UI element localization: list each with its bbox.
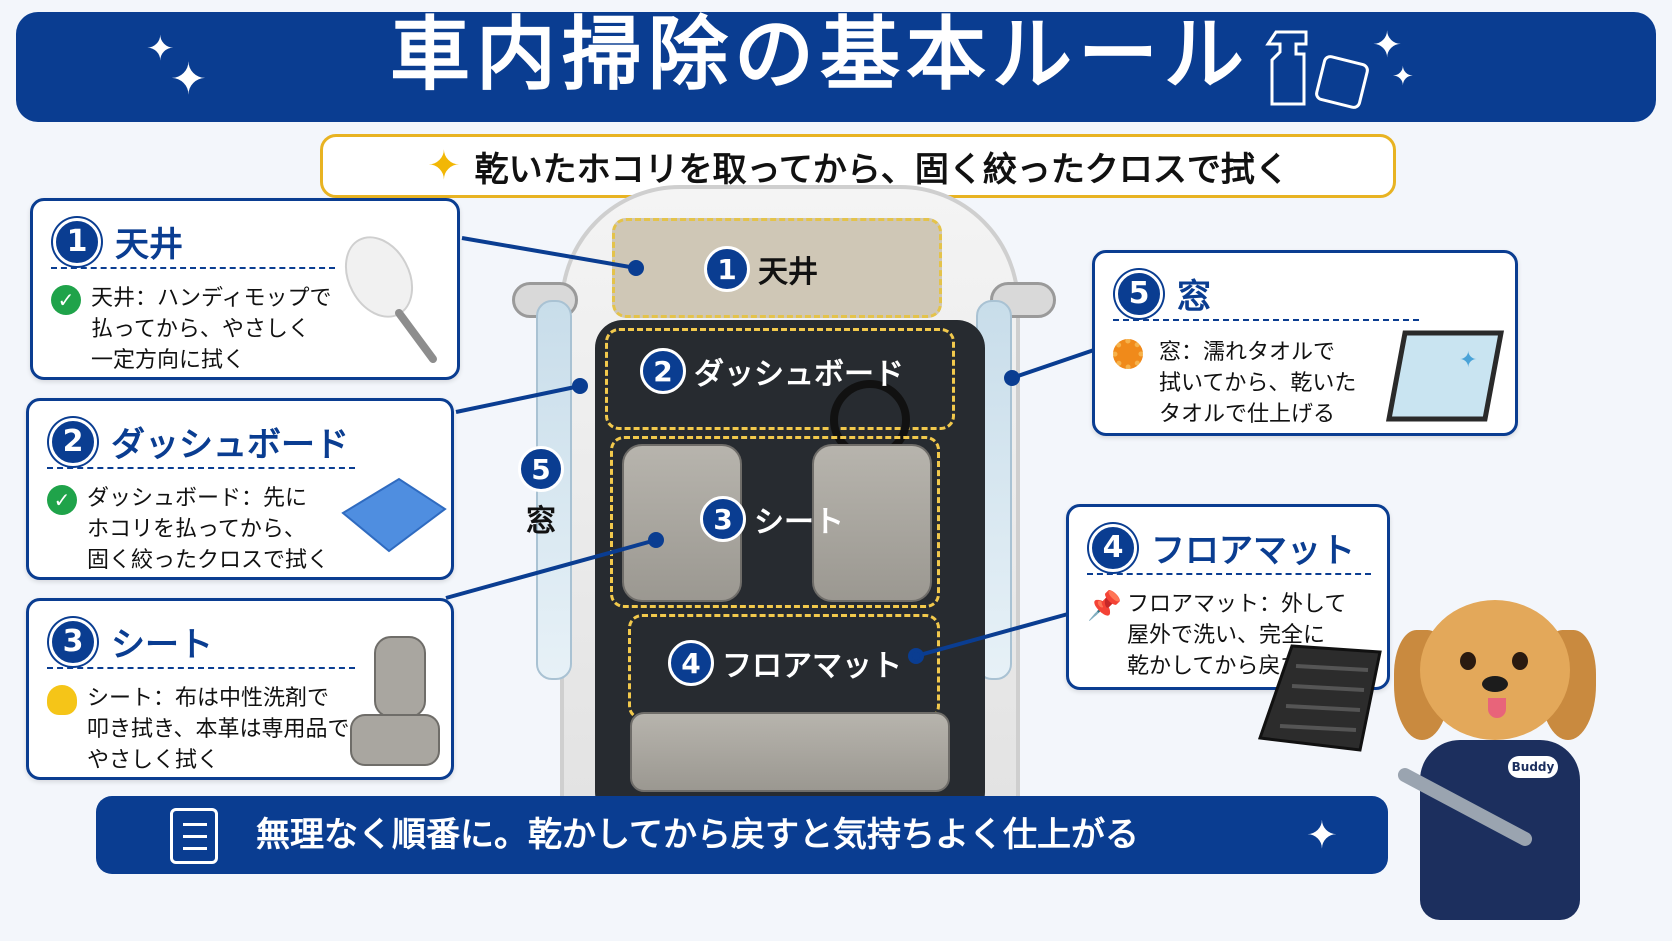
- sparkle-icon: ✦: [1372, 25, 1403, 66]
- sparkle-icon: ✦: [170, 54, 207, 105]
- card-title: フロアマット: [1151, 531, 1355, 571]
- card-ceiling: 1 天井 ✓ 天井：ハンディモップで 払ってから、やさしく 一定方向に拭く: [30, 198, 460, 380]
- car-label-dashboard: 2 ダッシュボード: [640, 348, 904, 394]
- car-label-roof: 1 天井: [704, 246, 818, 292]
- mascot-name-badge: Buddy: [1508, 756, 1558, 778]
- footer-banner: 無理なく順番に。乾かしてから戻すと気持ちよく仕上がる ✦: [96, 796, 1388, 874]
- step-number: 1: [53, 217, 101, 266]
- gear-icon: [1113, 339, 1143, 369]
- dashboard-zone: [605, 328, 955, 430]
- spray-bottle-icon: [1265, 30, 1369, 109]
- sparkle-icon: ✦: [1392, 62, 1414, 92]
- subtitle-text: 乾いたホコリを取ってから、固く絞ったクロスで拭く: [474, 149, 1289, 190]
- duster-icon: [344, 236, 437, 363]
- car-label-floor-mat: 4 フロアマット: [668, 640, 902, 686]
- car-seat-icon: [350, 636, 440, 766]
- card-dashboard: 2 ダッシュボード ✓ ダッシュボード：先に ホコリを払ってから、 固く絞ったク…: [26, 398, 454, 580]
- cloth-icon: [341, 477, 447, 553]
- seat-zone: [610, 436, 940, 608]
- card-floor-mat: 4 フロアマット 📌 フロアマット：外して 屋外で洗い、完全に 乾かしてから戻す: [1066, 504, 1390, 690]
- card-title: シート: [111, 625, 213, 665]
- card-window: 5 窓 窓：濡れタオルで 拭いてから、乾いた タオルで仕上げる ✦: [1092, 250, 1518, 436]
- car-label-window: 5 窓: [518, 446, 564, 540]
- card-seat: 3 シート シート：布は中性洗剤で 叩き拭き、本革は専用品で やさしく拭く: [26, 598, 454, 780]
- car-label-seat: 3 シート: [700, 496, 844, 542]
- card-title: 天井: [115, 225, 183, 265]
- mascot-dog: Buddy: [1390, 590, 1660, 930]
- step-number: 4: [1089, 523, 1137, 572]
- svg-text:✦: ✦: [1459, 348, 1477, 373]
- sparkle-icon: ✦: [146, 29, 175, 69]
- card-text: シート：布は中性洗剤で 叩き拭き、本革は専用品で やさしく拭く: [87, 686, 350, 773]
- mascot-eye: [1512, 652, 1528, 670]
- step-number: 2: [49, 417, 97, 466]
- card-title: 窓: [1177, 277, 1211, 317]
- mascot-nose: [1482, 676, 1508, 692]
- rear-seat: [630, 712, 950, 792]
- bulb-icon: [47, 685, 77, 715]
- front-right-seat: [812, 444, 932, 602]
- check-icon: ✓: [47, 485, 77, 515]
- divider: [51, 267, 335, 269]
- card-text: 天井：ハンディモップで 払ってから、やさしく 一定方向に拭く: [91, 286, 332, 373]
- divider: [47, 467, 355, 469]
- step-number: 3: [49, 617, 97, 666]
- window-glass-icon: ✦: [1385, 330, 1505, 422]
- divider: [1113, 319, 1419, 321]
- roof-zone: [612, 218, 942, 318]
- title-banner: [16, 12, 1656, 122]
- mascot-eye: [1460, 652, 1476, 670]
- clipboard-icon: [170, 808, 218, 864]
- page-title: 車内掃除の基本ルール: [390, 8, 1250, 101]
- pin-icon: 📌: [1087, 589, 1122, 622]
- floor-mat-icon: [1257, 644, 1382, 752]
- divider: [1087, 573, 1371, 575]
- card-text: フロアマット：外して 屋外で洗い、完全に 乾かしてから戻す: [1127, 592, 1347, 679]
- card-text: 窓：濡れタオルで 拭いてから、乾いた タオルで仕上げる: [1159, 340, 1357, 427]
- check-icon: ✓: [51, 285, 81, 315]
- card-title: ダッシュボード: [111, 425, 349, 465]
- sparkle-icon: ✦: [427, 143, 461, 189]
- footer-text: 無理なく順番に。乾かしてから戻すと気持ちよく仕上がる: [256, 815, 1139, 855]
- mascot-head: [1420, 600, 1570, 740]
- sparkle-icon: ✦: [1306, 813, 1338, 857]
- step-number: 5: [1115, 269, 1163, 318]
- divider: [47, 667, 355, 669]
- mascot-tongue: [1488, 698, 1506, 718]
- card-text: ダッシュボード：先に ホコリを払ってから、 固く絞ったクロスで拭く: [87, 486, 330, 573]
